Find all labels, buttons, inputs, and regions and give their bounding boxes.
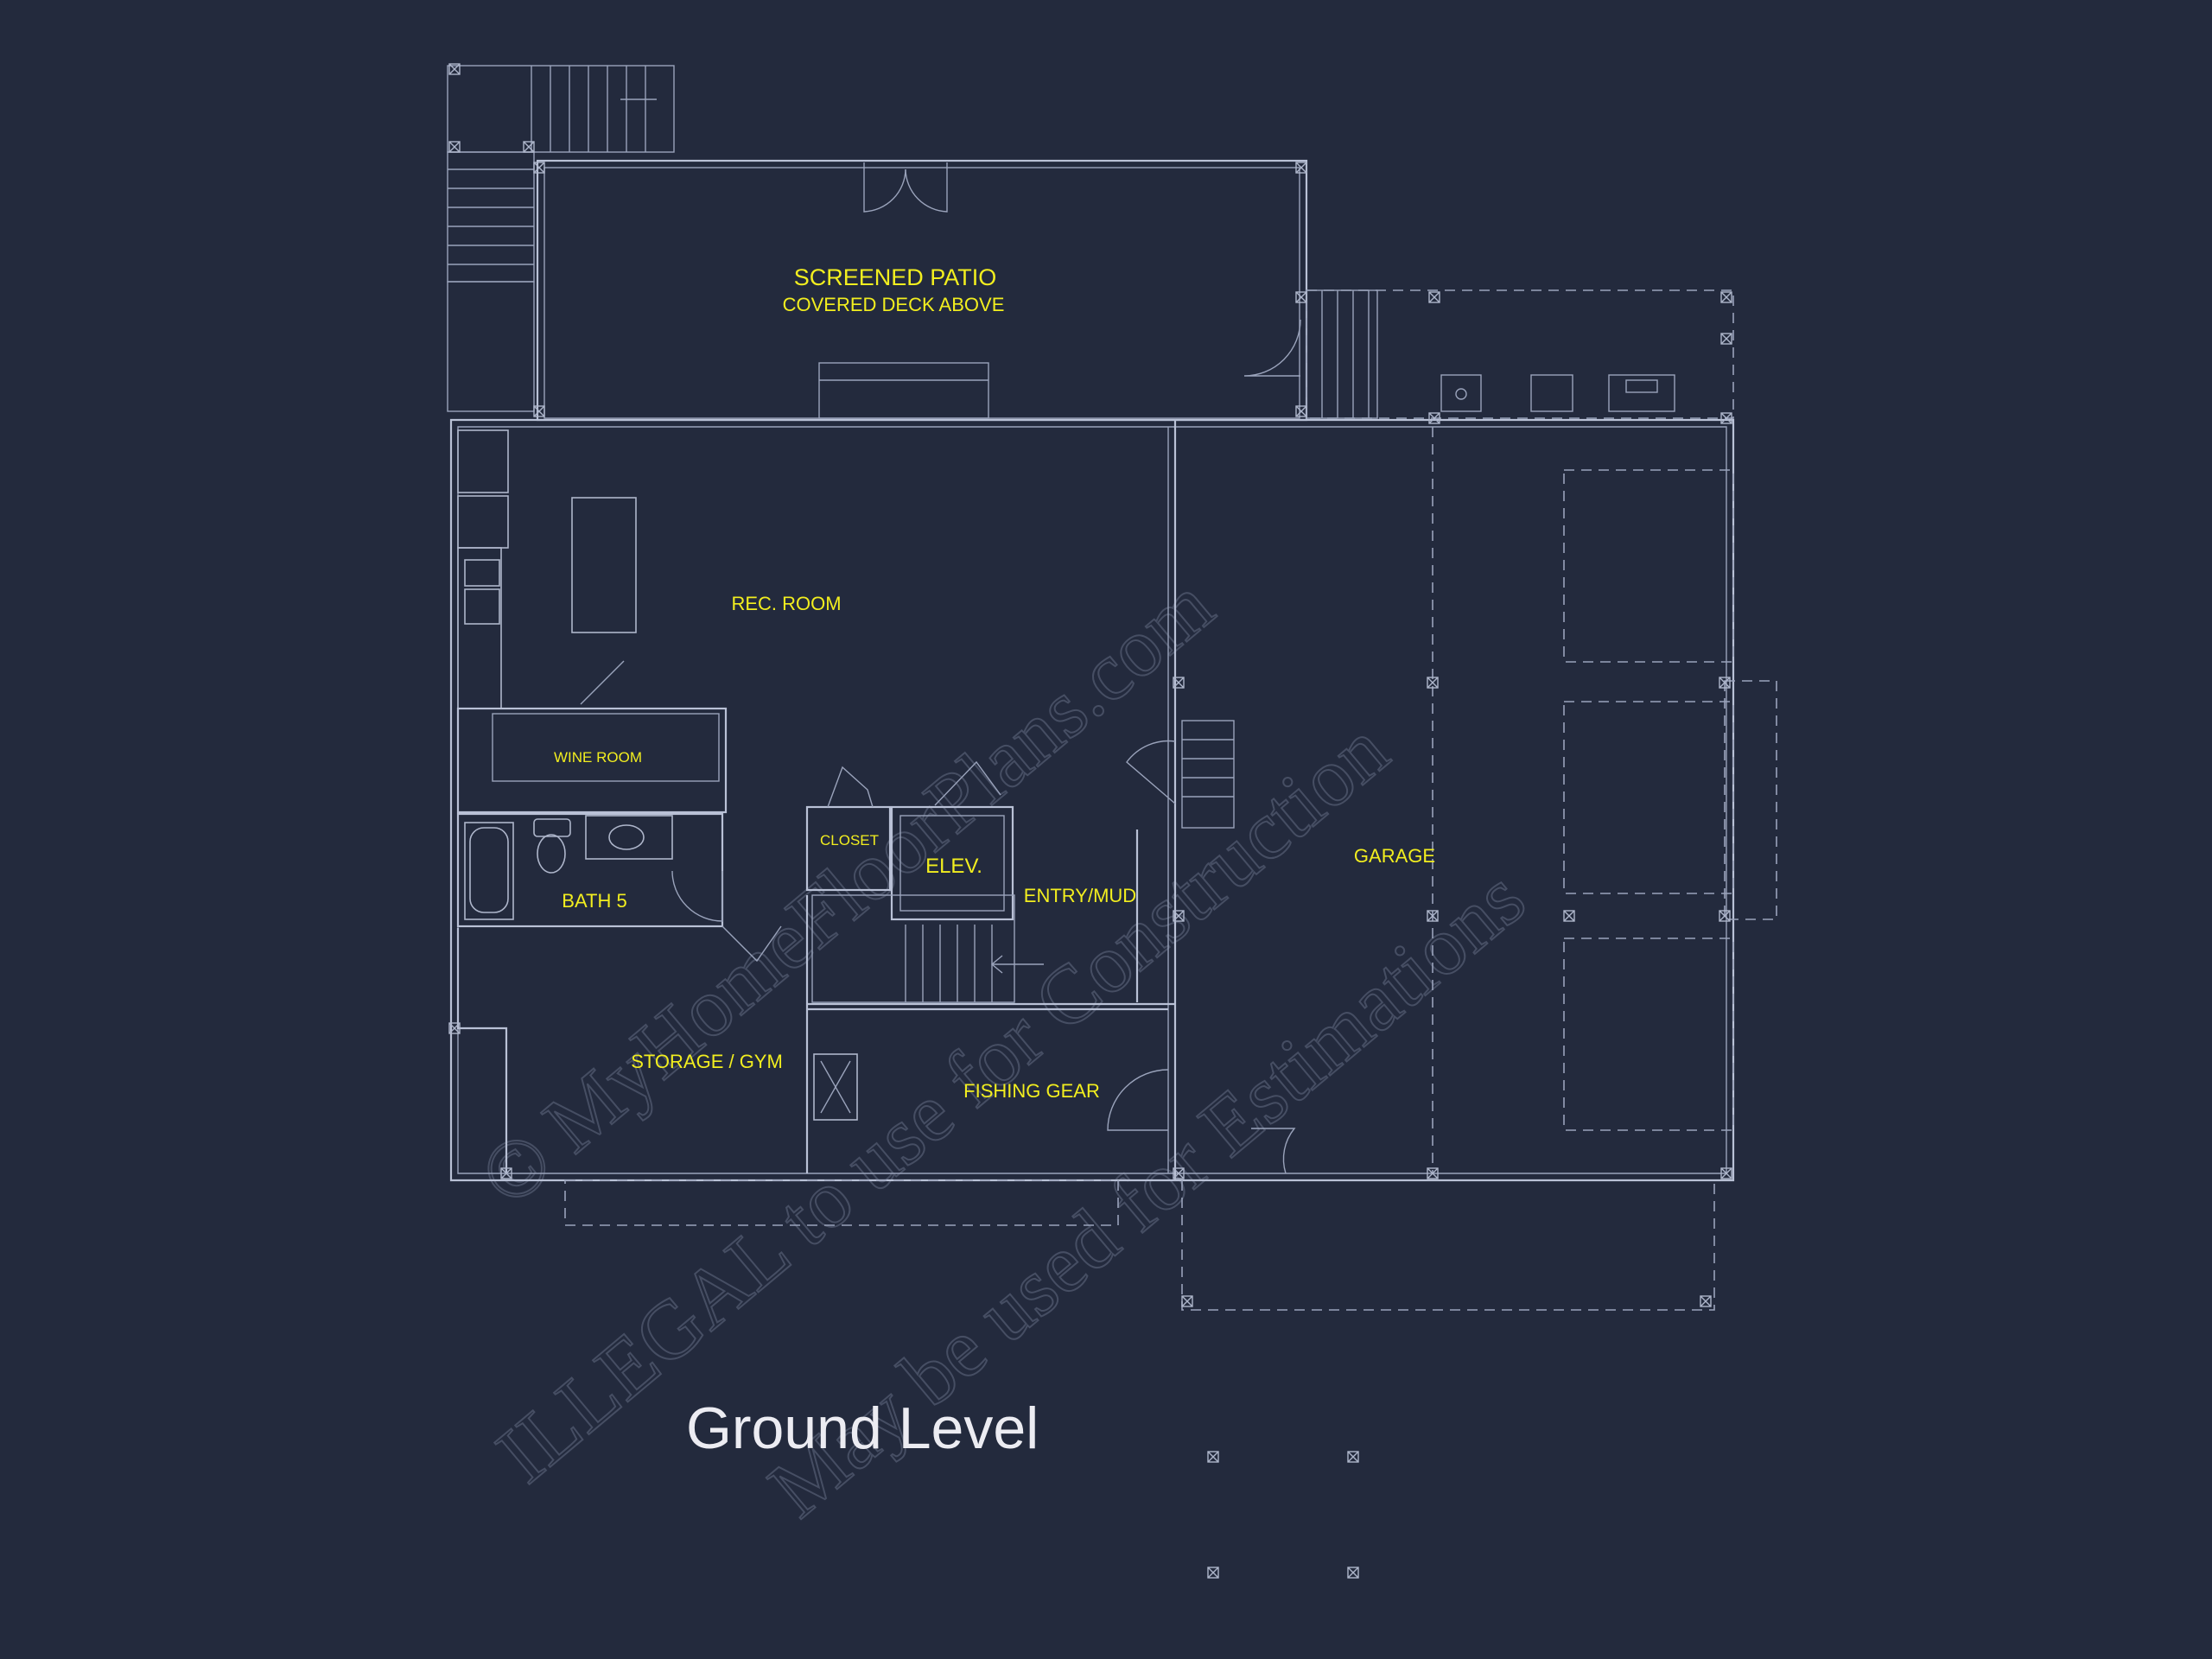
exterior-stair bbox=[447, 65, 675, 412]
label-covered-deck: COVERED DECK ABOVE bbox=[783, 294, 1005, 315]
screened-patio bbox=[536, 159, 1308, 422]
post-marker bbox=[1719, 677, 1731, 689]
post-marker bbox=[1295, 291, 1307, 303]
watermark: © MyHomeFloorPlans.com ILLEGAL to use fo… bbox=[461, 557, 1542, 1535]
post-marker bbox=[448, 1022, 461, 1034]
lower-rooms bbox=[456, 895, 1296, 1174]
post-marker bbox=[1720, 1167, 1732, 1179]
label-storage-gym: STORAGE / GYM bbox=[631, 1051, 783, 1072]
side-stair bbox=[1306, 289, 1378, 419]
post-marker bbox=[1720, 412, 1732, 424]
post-marker bbox=[1427, 1167, 1439, 1179]
post-marker bbox=[448, 63, 461, 75]
post-marker bbox=[1563, 910, 1575, 922]
post-marker bbox=[1720, 291, 1732, 303]
post-marker bbox=[523, 141, 535, 153]
post-marker bbox=[533, 405, 545, 417]
core-rooms bbox=[805, 720, 1235, 1006]
plan-title: Ground Level bbox=[686, 1395, 1039, 1461]
label-entry-mud: ENTRY/MUD bbox=[1024, 885, 1136, 906]
post-marker bbox=[1173, 1167, 1185, 1179]
bath-5 bbox=[456, 812, 782, 963]
post-marker bbox=[1428, 412, 1440, 424]
post-marker bbox=[1347, 1451, 1359, 1463]
outdoor-kitchen bbox=[1306, 289, 1734, 419]
post-marker bbox=[1427, 910, 1439, 922]
post-marker bbox=[1700, 1295, 1712, 1307]
post-marker bbox=[1173, 910, 1185, 922]
post-marker bbox=[1428, 291, 1440, 303]
room-labels: SCREENED PATIO COVERED DECK ABOVE REC. R… bbox=[554, 264, 1435, 1102]
kitchenette bbox=[457, 429, 637, 709]
label-bath-5: BATH 5 bbox=[562, 890, 626, 912]
label-fishing-gear: FISHING GEAR bbox=[963, 1080, 1100, 1102]
porches bbox=[564, 1179, 1715, 1311]
post-marker bbox=[533, 162, 545, 174]
post-marker bbox=[1207, 1451, 1219, 1463]
post-marker bbox=[448, 141, 461, 153]
post-marker bbox=[500, 1167, 512, 1179]
post-marker bbox=[1181, 1295, 1193, 1307]
label-screened-patio: SCREENED PATIO bbox=[794, 264, 997, 290]
post-marker bbox=[1173, 677, 1185, 689]
wine-room bbox=[456, 707, 728, 814]
post-marker bbox=[1720, 333, 1732, 345]
label-elevator: ELEV. bbox=[925, 855, 982, 878]
post-marker bbox=[1207, 1567, 1219, 1579]
structural-posts bbox=[448, 63, 1732, 1579]
post-marker bbox=[1295, 405, 1307, 417]
garage-bays bbox=[1432, 427, 1777, 1173]
label-rec-room: REC. ROOM bbox=[731, 593, 841, 614]
label-closet: CLOSET bbox=[820, 832, 879, 849]
post-marker bbox=[1347, 1567, 1359, 1579]
post-marker bbox=[1295, 162, 1307, 174]
label-garage: GARAGE bbox=[1354, 845, 1435, 867]
label-wine-room: WINE ROOM bbox=[554, 749, 642, 766]
post-marker bbox=[1427, 677, 1439, 689]
post-marker bbox=[1719, 910, 1731, 922]
